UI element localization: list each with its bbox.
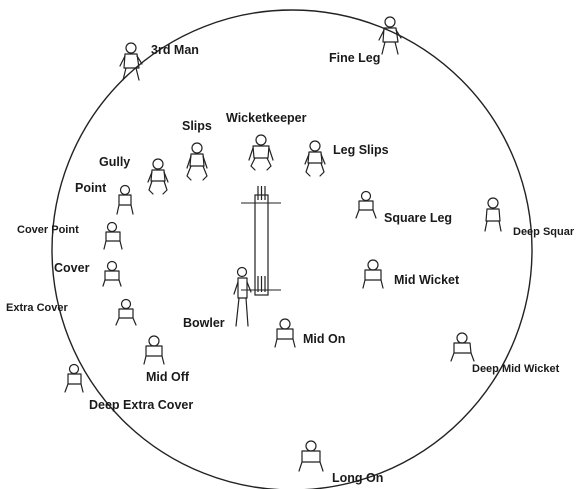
extra-cover-figure: [116, 300, 136, 326]
label-leg-slips: Leg Slips: [333, 143, 389, 157]
label-mid-wicket: Mid Wicket: [394, 273, 460, 287]
point-figure: [117, 186, 133, 215]
third-man-figure: [120, 43, 142, 80]
label-extra-cover: Extra Cover: [6, 302, 68, 314]
label-fine-leg: Fine Leg: [329, 51, 380, 65]
label-cover-point: Cover Point: [17, 224, 79, 236]
position-labels: 3rd Man Fine Leg Wicketkeeper Slips Leg …: [6, 43, 575, 485]
label-deep-extra-cover: Deep Extra Cover: [89, 398, 193, 412]
deep-extra-cover-figure: [65, 365, 83, 393]
leg-slips-figure: [305, 141, 325, 176]
label-bowler: Bowler: [183, 316, 225, 330]
gully-figure: [148, 159, 168, 194]
label-mid-off: Mid Off: [146, 370, 190, 384]
long-on-figure: [299, 441, 323, 471]
label-long-on: Long On: [332, 471, 383, 485]
square-leg-figure: [356, 192, 376, 219]
label-mid-on: Mid On: [303, 332, 345, 346]
label-gully: Gully: [99, 155, 130, 169]
label-deep-mid-wicket: Deep Mid Wicket: [472, 363, 560, 375]
fine-leg-figure: [379, 17, 401, 54]
deep-mid-wicket-figure: [451, 333, 474, 361]
label-wicketkeeper: Wicketkeeper: [226, 111, 307, 125]
slips-figure: [187, 143, 207, 180]
boundary-circle: [52, 10, 532, 489]
bowler-figure: [234, 268, 251, 327]
cover-figure: [103, 262, 121, 287]
mid-wicket-figure: [363, 260, 383, 288]
label-point: Point: [75, 181, 107, 195]
mid-off-figure: [144, 336, 164, 364]
cover-point-figure: [104, 223, 122, 250]
label-cover: Cover: [54, 261, 90, 275]
label-deep-square: Deep Squar: [513, 226, 575, 238]
deep-square-figure: [485, 198, 501, 231]
wicketkeeper-figure: [249, 135, 273, 170]
mid-on-figure: [275, 319, 295, 347]
label-third-man: 3rd Man: [151, 43, 199, 57]
label-slips: Slips: [182, 119, 212, 133]
label-square-leg: Square Leg: [384, 211, 452, 225]
